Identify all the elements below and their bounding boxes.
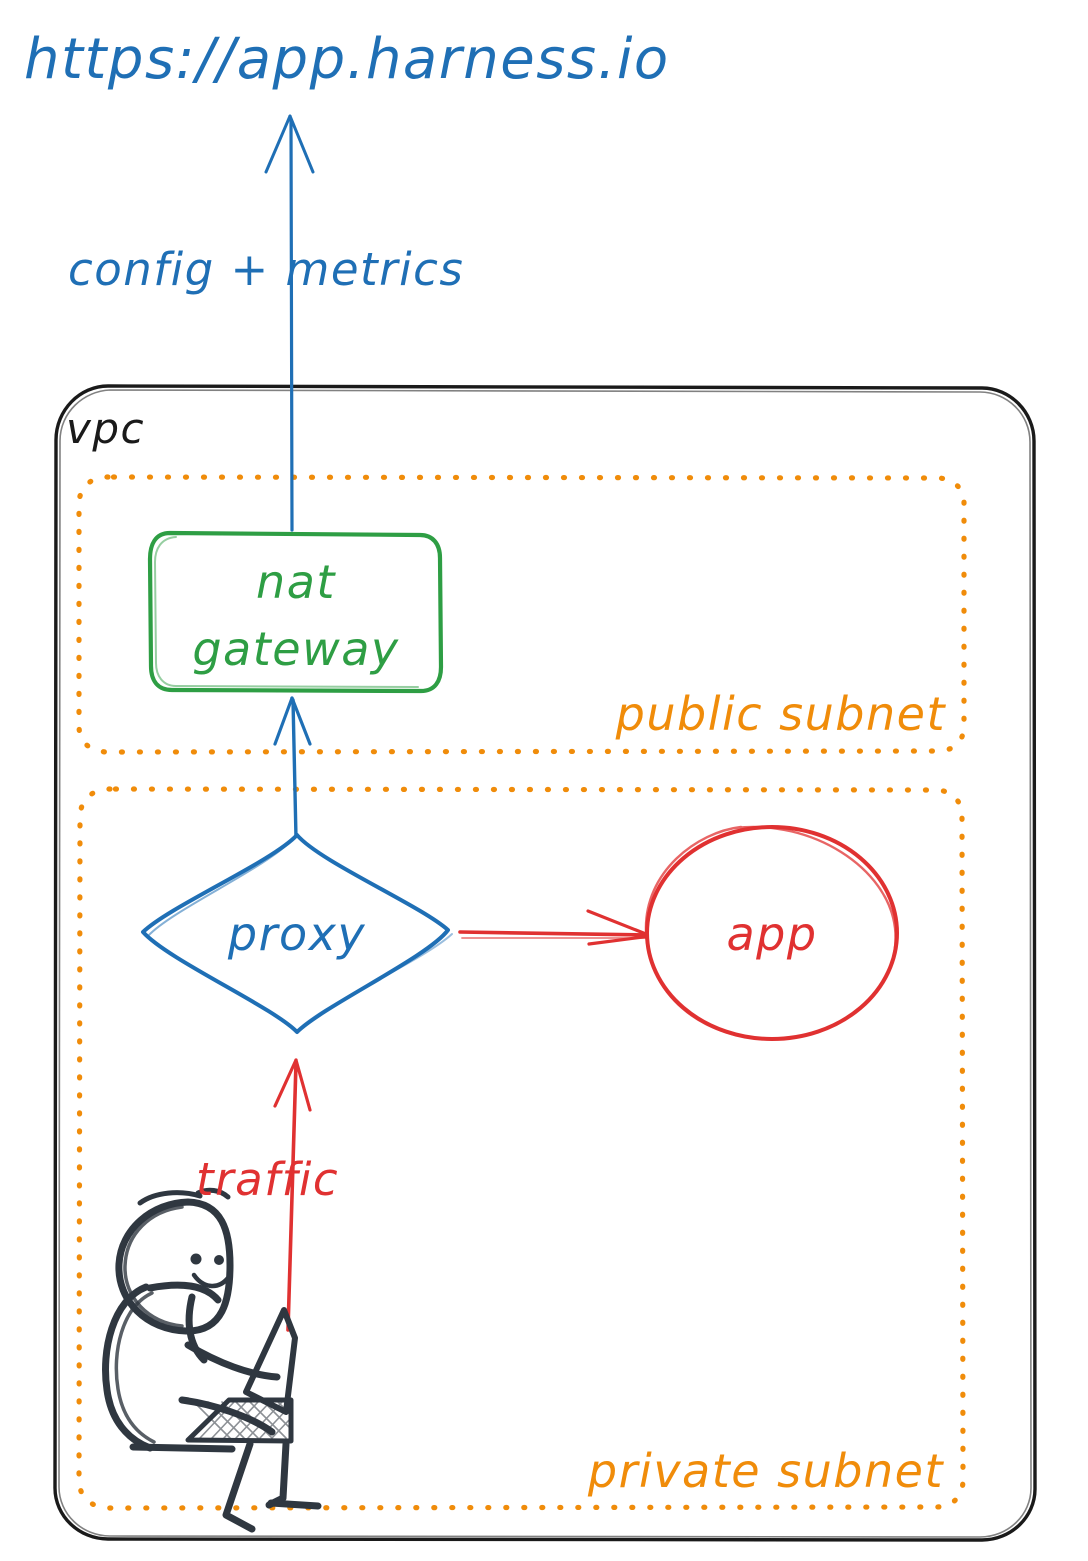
vpc-label: vpc — [66, 404, 145, 453]
arrow-user-to-proxy — [273, 1058, 312, 1332]
nat-gateway-label-line2: gateway — [192, 622, 399, 676]
public-subnet-label: public subnet — [615, 687, 947, 741]
traffic-label: traffic — [196, 1153, 339, 1206]
vpc-container — [53, 384, 1037, 1542]
arrow-proxy-to-app — [458, 909, 653, 946]
nat-gateway-node[interactable] — [147, 530, 444, 694]
config-metrics-label: config + metrics — [68, 243, 464, 296]
user-stick-figure-icon — [102, 1187, 322, 1533]
nat-gateway-label-line1: nat — [256, 555, 336, 609]
private-subnet-container — [76, 786, 966, 1511]
public-subnet-container — [76, 474, 967, 755]
app-node[interactable] — [644, 825, 899, 1041]
proxy-label: proxy — [227, 907, 366, 961]
arrow-nat-gateway-to-endpoint — [264, 114, 315, 532]
proxy-node[interactable] — [141, 833, 453, 1034]
arrow-proxy-to-nat-gateway — [273, 696, 312, 840]
private-subnet-label: private subnet — [587, 1444, 945, 1498]
external-endpoint-label: https://app.harness.io — [24, 27, 670, 92]
app-label: app — [726, 907, 817, 961]
